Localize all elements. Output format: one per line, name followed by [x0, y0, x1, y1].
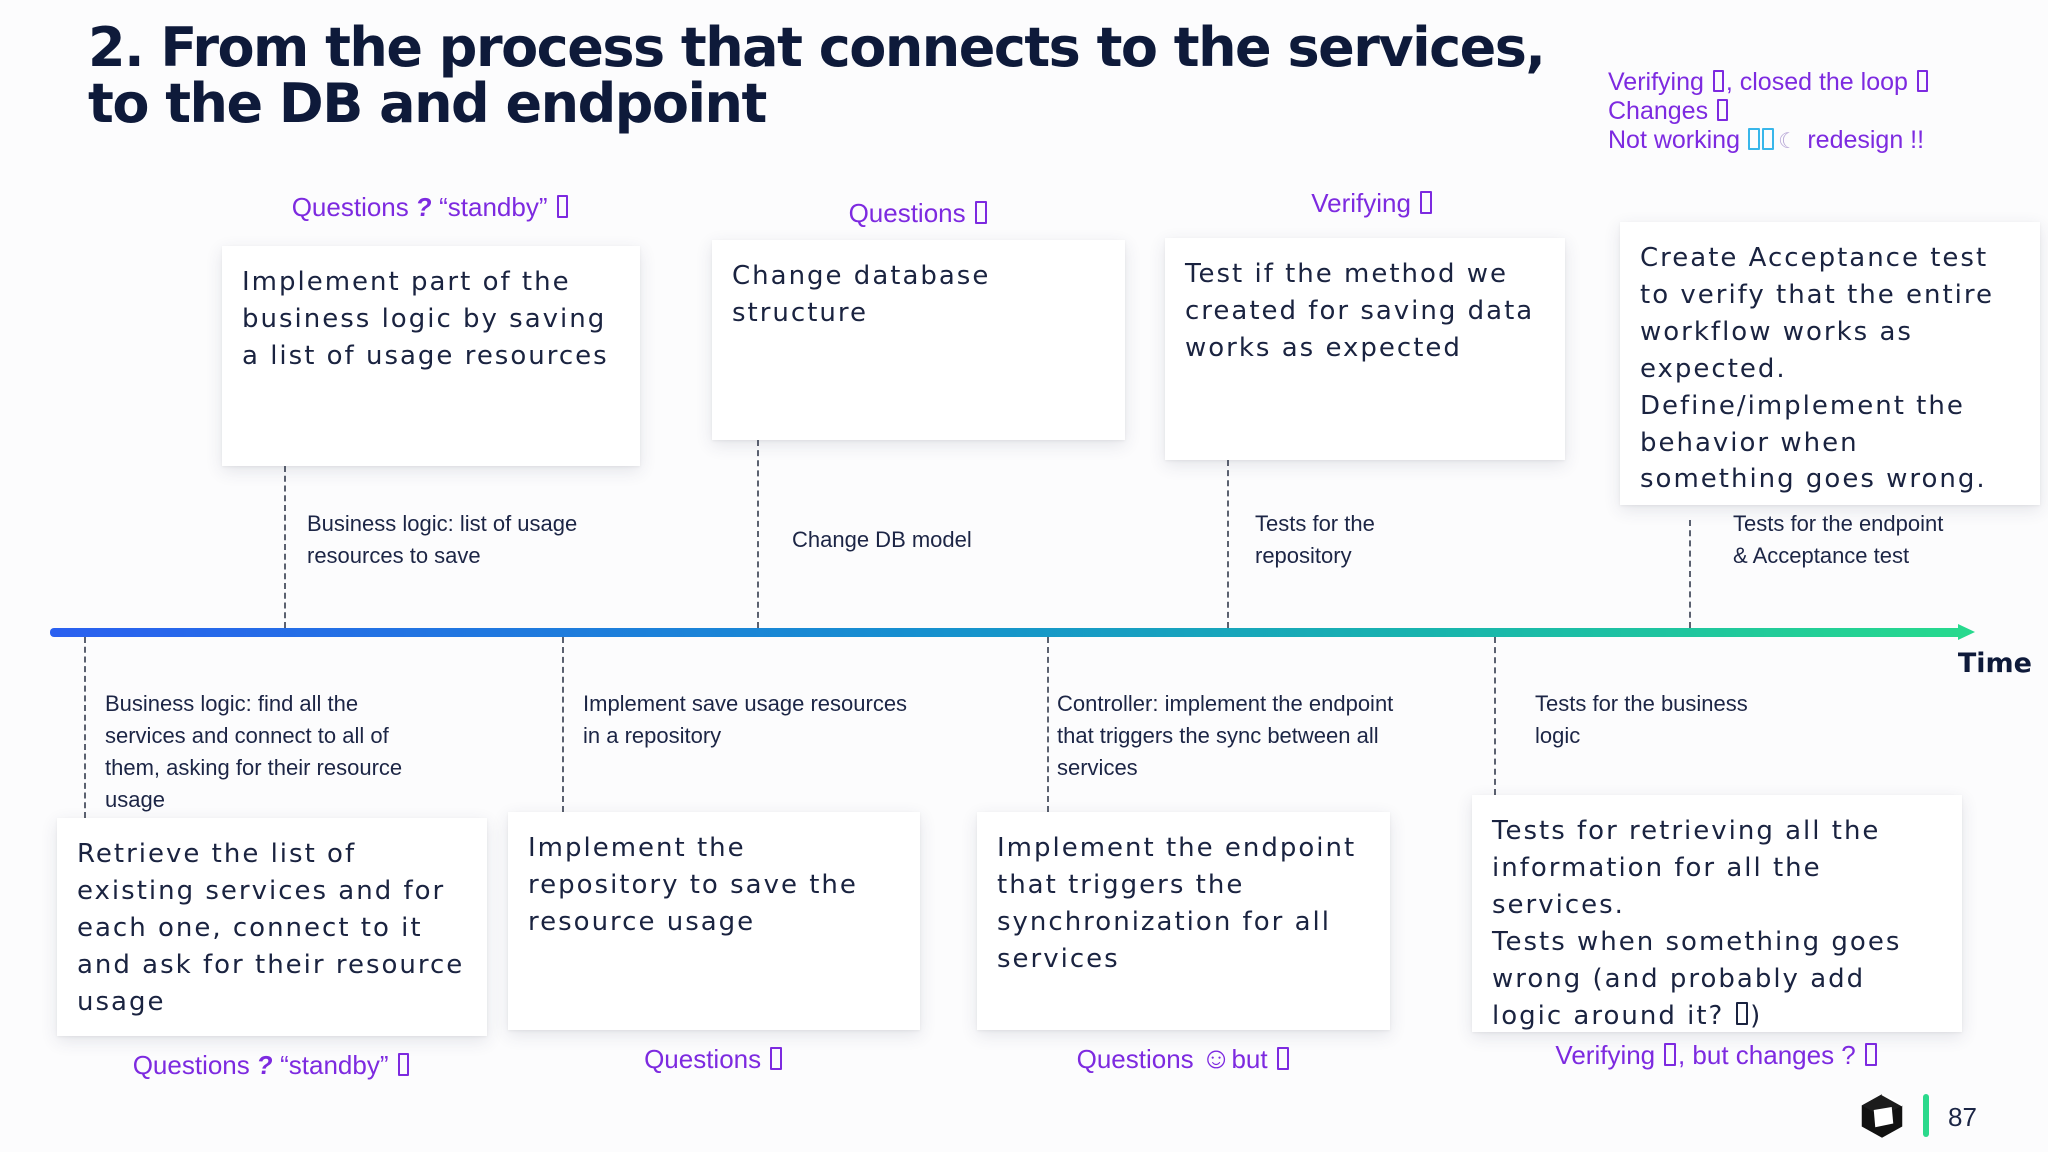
connector-line — [1047, 637, 1049, 812]
missing-emoji-box-icon — [974, 200, 987, 224]
missing-emoji-box-icon — [1664, 1042, 1677, 1066]
sticky-note-business-logic: Implement part of the business logic by … — [222, 246, 640, 466]
status-note-changes: Changes — [1608, 97, 1930, 126]
connector-line — [84, 637, 86, 818]
missing-emoji-box-icon — [1864, 1042, 1877, 1066]
sticky-note-retrieve-services: Retrieve the list of existing services a… — [57, 818, 487, 1036]
connector-line — [1227, 460, 1229, 628]
label-verifying-changes-bottom: Verifying , but changes ? — [1472, 1040, 1962, 1071]
connector-line — [562, 637, 564, 812]
timeline-bar — [50, 628, 1962, 637]
timeline-axis-label: Time — [1957, 648, 2032, 679]
label-questions-bottom: Questions — [508, 1044, 920, 1075]
sticky-note-acceptance-test: Create Acceptance test to verify that th… — [1620, 222, 2040, 505]
page-number: 87 — [1948, 1102, 1977, 1132]
milestone-label-usage-list: Business logic: list of usage resources … — [307, 511, 578, 568]
sticky-note-retrieval-tests: Tests for retrieving all the information… — [1472, 795, 1962, 1032]
timeline-arrow-icon — [1958, 624, 1975, 640]
page-title-line1: 2. From the process that connects to the… — [88, 16, 1546, 79]
page-title-line2: to the DB and endpoint — [88, 72, 767, 136]
sticky-note-implement-endpoint: Implement the endpoint that triggers the… — [977, 812, 1390, 1030]
connector-line — [1494, 637, 1496, 795]
missing-emoji-box-icon — [1748, 127, 1760, 150]
missing-emoji-box-icon — [1712, 69, 1725, 92]
milestone-label-db-model: Change DB model — [792, 527, 972, 552]
missing-emoji-box-icon — [1736, 1002, 1749, 1026]
milestone-label-business-tests: Tests for the business logic — [1535, 691, 1748, 748]
missing-emoji-box-icon — [1762, 127, 1774, 150]
sticky-note-test-method: Test if the method we created for saving… — [1165, 238, 1565, 460]
missing-emoji-box-icon — [1276, 1046, 1289, 1070]
connector-line — [1689, 520, 1691, 628]
missing-emoji-box-icon — [397, 1052, 410, 1076]
footer-divider — [1923, 1094, 1929, 1137]
page-title: 2. From the process that connects to the… — [88, 16, 1546, 136]
missing-emoji-box-icon — [1420, 190, 1432, 214]
milestone-label-controller: Controller: implement the endpoint that … — [1057, 691, 1394, 780]
label-questions-standby-top: Questions ? “standby” — [222, 192, 640, 223]
missing-emoji-box-icon — [770, 1046, 783, 1070]
milestone-label-repo-tests: Tests for the repository — [1255, 511, 1375, 568]
milestone-label-find-services: Business logic: find all the services an… — [105, 691, 403, 812]
question-mark-icon: ? — [414, 192, 434, 222]
milestone-label-save-repo: Implement save usage resources in a repo… — [583, 691, 908, 748]
question-mark-icon: ? — [255, 1050, 275, 1080]
connector-line — [284, 466, 286, 628]
connector-line — [757, 440, 759, 628]
moon-icon: ☾ — [1778, 129, 1798, 153]
label-questions-top: Questions — [712, 198, 1125, 229]
cube-logo-icon — [1861, 1093, 1903, 1138]
missing-emoji-box-icon — [1716, 98, 1729, 121]
status-note-verifying: Verifying , closed the loop — [1608, 68, 1930, 97]
status-notes: Verifying , closed the loop Changes Not … — [1608, 68, 1930, 156]
label-questions-standby-bottom: Questions ? “standby” — [57, 1050, 487, 1081]
milestone-label-endpoint-tests: Tests for the endpoint & Acceptance test — [1733, 511, 1944, 568]
missing-emoji-box-icon — [556, 194, 569, 218]
label-verifying-top: Verifying — [1165, 188, 1580, 219]
sticky-note-change-db: Change database structure — [712, 240, 1125, 440]
status-note-not-working: Not working ☾ redesign !! — [1608, 126, 1925, 154]
missing-emoji-box-icon — [1916, 69, 1929, 92]
sweat-smile-emoji-icon: ☺ — [1200, 1042, 1232, 1075]
label-questions-but-bottom: Questions ☺but — [977, 1044, 1390, 1075]
sticky-note-implement-repo: Implement the repository to save the res… — [508, 812, 920, 1030]
